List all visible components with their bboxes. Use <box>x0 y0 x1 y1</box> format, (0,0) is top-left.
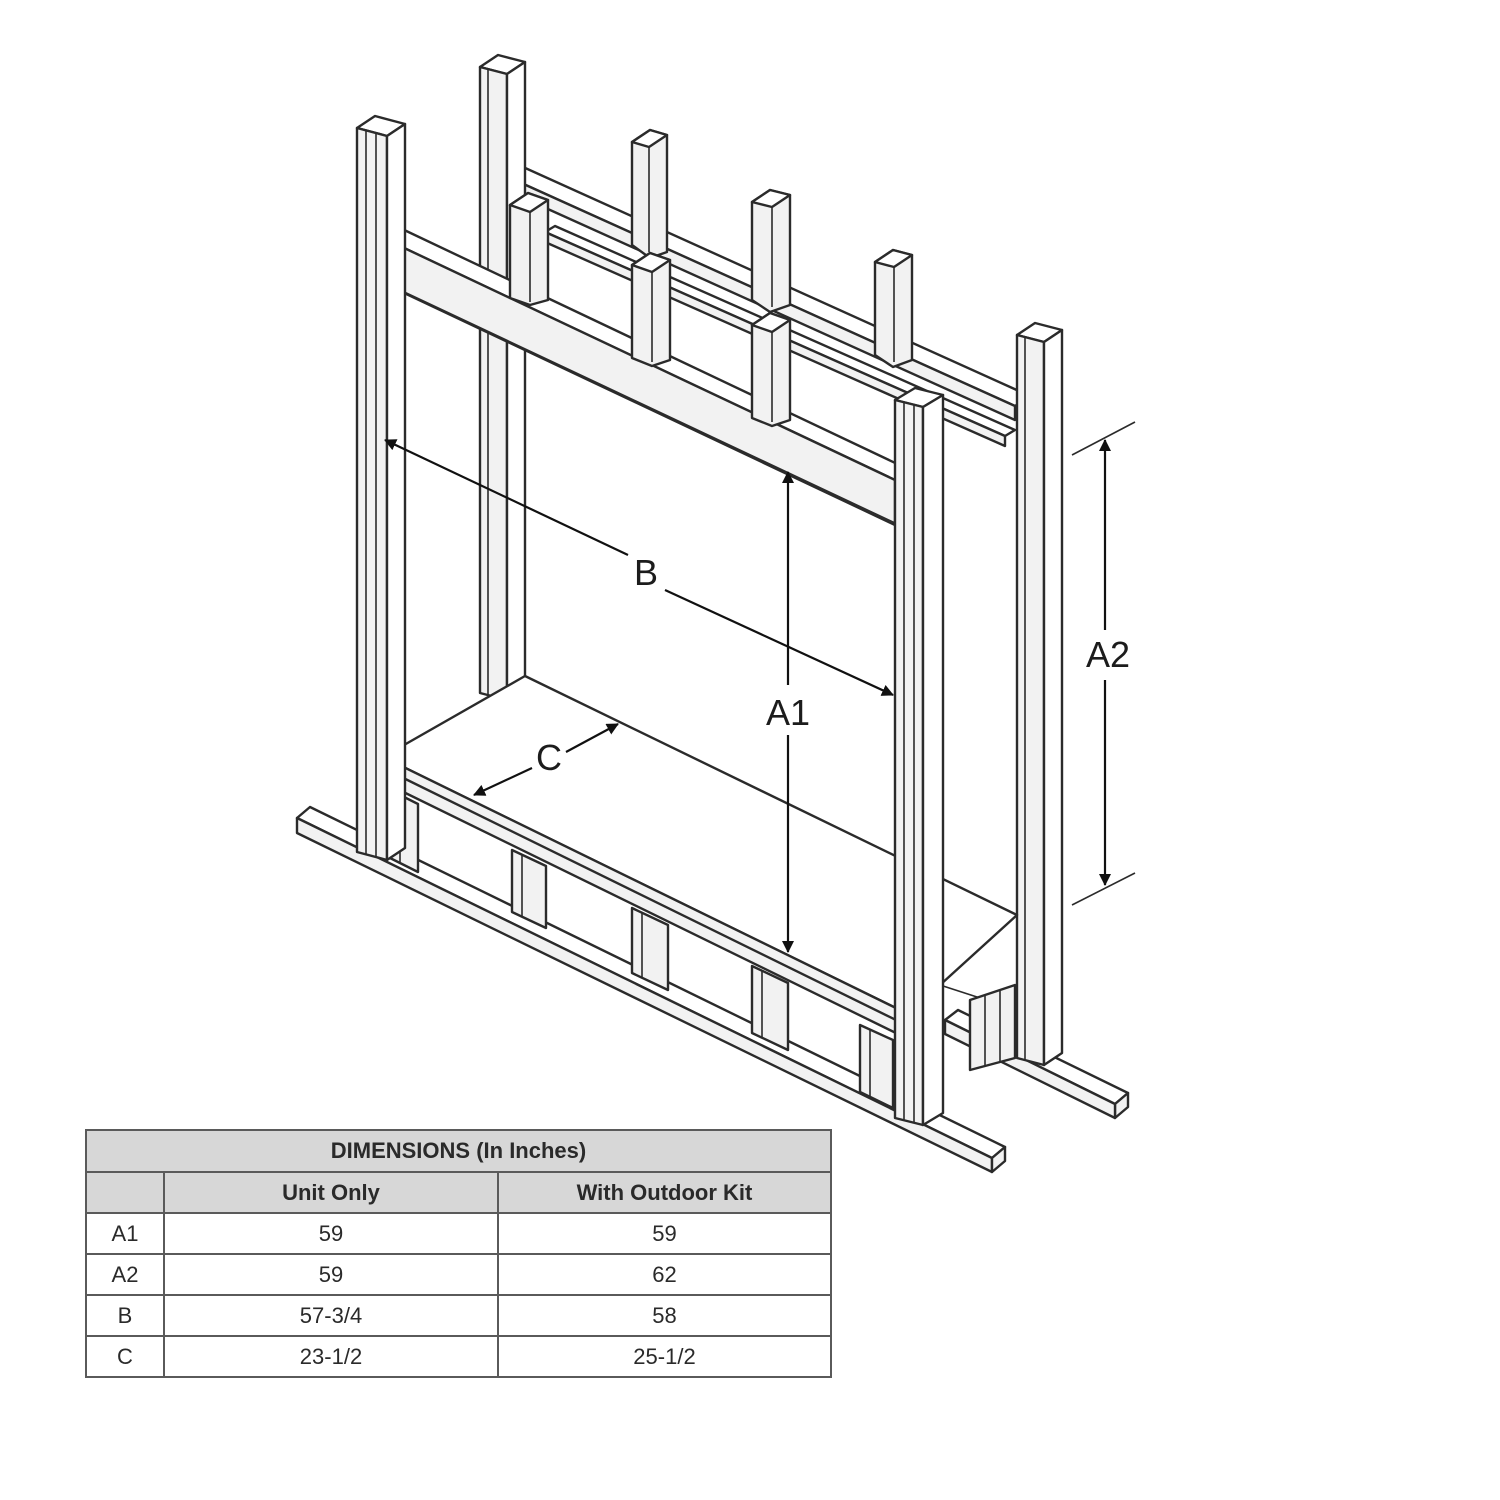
front-right-stud <box>893 386 945 1127</box>
dimension-c: C <box>473 723 619 796</box>
label-a2: A2 <box>1086 634 1130 675</box>
dimension-a2: A2 <box>1071 421 1136 906</box>
dimension-a1: A1 <box>766 471 810 953</box>
label-a1: A1 <box>766 692 810 733</box>
front-left-stud <box>355 114 407 862</box>
firebox-platform <box>381 674 1019 1037</box>
unit-only-value: 23-1/2 <box>163 1335 499 1378</box>
unit-only-value: 59 <box>163 1253 499 1296</box>
header-blank <box>85 1171 165 1214</box>
outdoor-kit-value: 58 <box>497 1294 832 1337</box>
label-c: C <box>536 737 562 778</box>
table-title: DIMENSIONS (In Inches) <box>85 1129 832 1173</box>
table-title-row: DIMENSIONS (In Inches) <box>85 1129 832 1173</box>
label-b: B <box>634 552 658 593</box>
row-label: A2 <box>85 1253 165 1296</box>
outdoor-kit-value: 59 <box>497 1212 832 1255</box>
front-cripple-studs <box>508 191 792 428</box>
row-label: A1 <box>85 1212 165 1255</box>
outdoor-kit-value: 62 <box>497 1253 832 1296</box>
table-row: C 23-1/2 25-1/2 <box>85 1335 832 1378</box>
table-row: A2 59 62 <box>85 1253 832 1296</box>
back-cripple-studs <box>630 128 914 369</box>
back-left-stud <box>478 53 527 702</box>
table-row: A1 59 59 <box>85 1212 832 1255</box>
row-label: B <box>85 1294 165 1337</box>
row-label: C <box>85 1335 165 1378</box>
dimensions-table: DIMENSIONS (In Inches) Unit Only With Ou… <box>85 1129 832 1378</box>
back-right-stud <box>1015 321 1064 1067</box>
unit-only-value: 59 <box>163 1212 499 1255</box>
dimension-b: B <box>384 439 894 696</box>
unit-only-value: 57-3/4 <box>163 1294 499 1337</box>
header-unit-only: Unit Only <box>163 1171 499 1214</box>
table-header-row: Unit Only With Outdoor Kit <box>85 1171 832 1214</box>
table-row: B 57-3/4 58 <box>85 1294 832 1337</box>
outdoor-kit-value: 25-1/2 <box>497 1335 832 1378</box>
header-outdoor-kit: With Outdoor Kit <box>497 1171 832 1214</box>
